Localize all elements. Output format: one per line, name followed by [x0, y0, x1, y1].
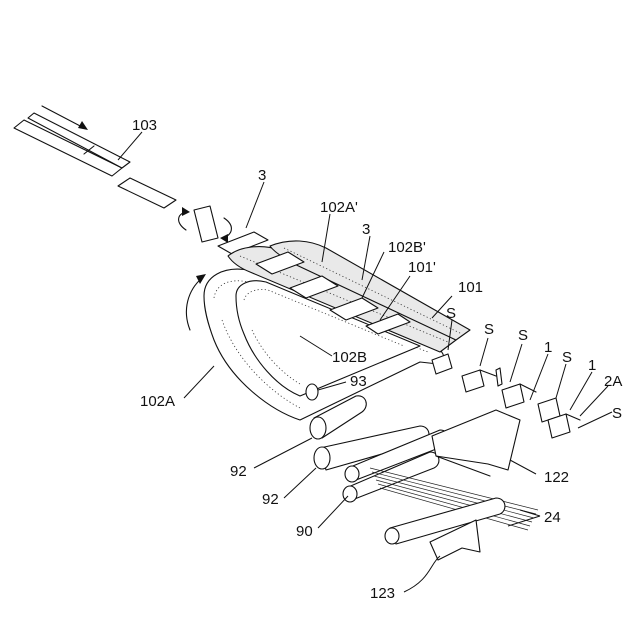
- web-122: [432, 410, 520, 476]
- label-3-b: 3: [362, 221, 370, 238]
- label-S-3: S: [518, 327, 528, 344]
- label-101: 101: [458, 279, 483, 296]
- label-S-4: S: [562, 349, 572, 366]
- label-1-a: 1: [544, 339, 552, 356]
- label-102B-prime: 102B': [388, 239, 426, 256]
- label-24: 24: [544, 509, 561, 526]
- label-103: 103: [132, 117, 157, 134]
- label-102A-prime: 102A': [320, 199, 358, 216]
- label-S-5: S: [612, 405, 622, 422]
- web-123: [385, 498, 505, 560]
- label-90: 90: [296, 523, 313, 540]
- label-102A: 102A: [140, 393, 175, 410]
- lift-arrow: [186, 274, 206, 330]
- label-101-prime: 101': [408, 259, 436, 276]
- label-S-1: S: [446, 305, 456, 322]
- label-1-b: 1: [588, 357, 596, 374]
- label-102B: 102B: [332, 349, 367, 366]
- label-92-a: 92: [230, 463, 247, 480]
- label-3-a: 3: [258, 167, 266, 184]
- label-S-2: S: [484, 321, 494, 338]
- rotating-cut-piece: [179, 206, 232, 243]
- label-123: 123: [370, 585, 395, 602]
- label-122: 122: [544, 469, 569, 486]
- label-2A: 2A: [604, 373, 622, 390]
- label-93: 93: [350, 373, 367, 390]
- label-92-b: 92: [262, 491, 279, 508]
